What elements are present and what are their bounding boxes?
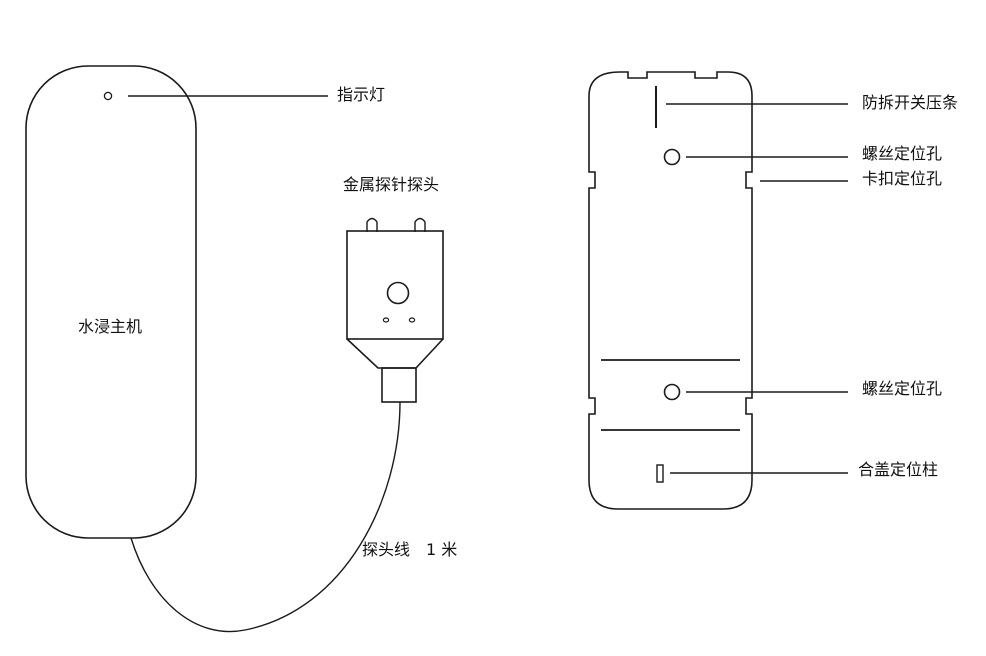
- label-metal-probe-head: 金属探针探头: [343, 175, 440, 194]
- probe-block: [346, 230, 444, 340]
- screw-hole-top: [663, 148, 681, 166]
- probe-cable-gland: [381, 367, 417, 403]
- probe-pin-left: [366, 217, 378, 232]
- label-cover-pin: 合盖定位柱: [858, 460, 939, 479]
- label-probe-cable: 探头线 1 米: [362, 540, 458, 559]
- probe-taper: [346, 338, 444, 369]
- rear-housing: [588, 71, 848, 510]
- rear-housing-outline: [588, 71, 753, 510]
- screw-hole-bottom: [663, 383, 681, 401]
- indicator-light: [103, 91, 113, 101]
- main-unit-body: [25, 65, 197, 539]
- label-screw-hole-bottom: 螺丝定位孔: [862, 379, 943, 398]
- probe-cable: [130, 401, 401, 633]
- probe-contact-right: [408, 317, 416, 323]
- label-screw-hole-top: 螺丝定位孔: [862, 144, 943, 163]
- label-main-unit: 水浸主机: [78, 317, 143, 336]
- probe-pin-right: [414, 217, 426, 232]
- label-tamper-switch-strip: 防拆开关压条: [862, 93, 959, 112]
- label-snap-hole: 卡扣定位孔: [862, 169, 943, 188]
- cover-pin: [656, 464, 664, 483]
- probe-center-hole: [386, 281, 410, 305]
- probe-contact-left: [382, 317, 390, 323]
- label-indicator-light: 指示灯: [337, 85, 386, 104]
- metal-probe-head: [346, 217, 444, 403]
